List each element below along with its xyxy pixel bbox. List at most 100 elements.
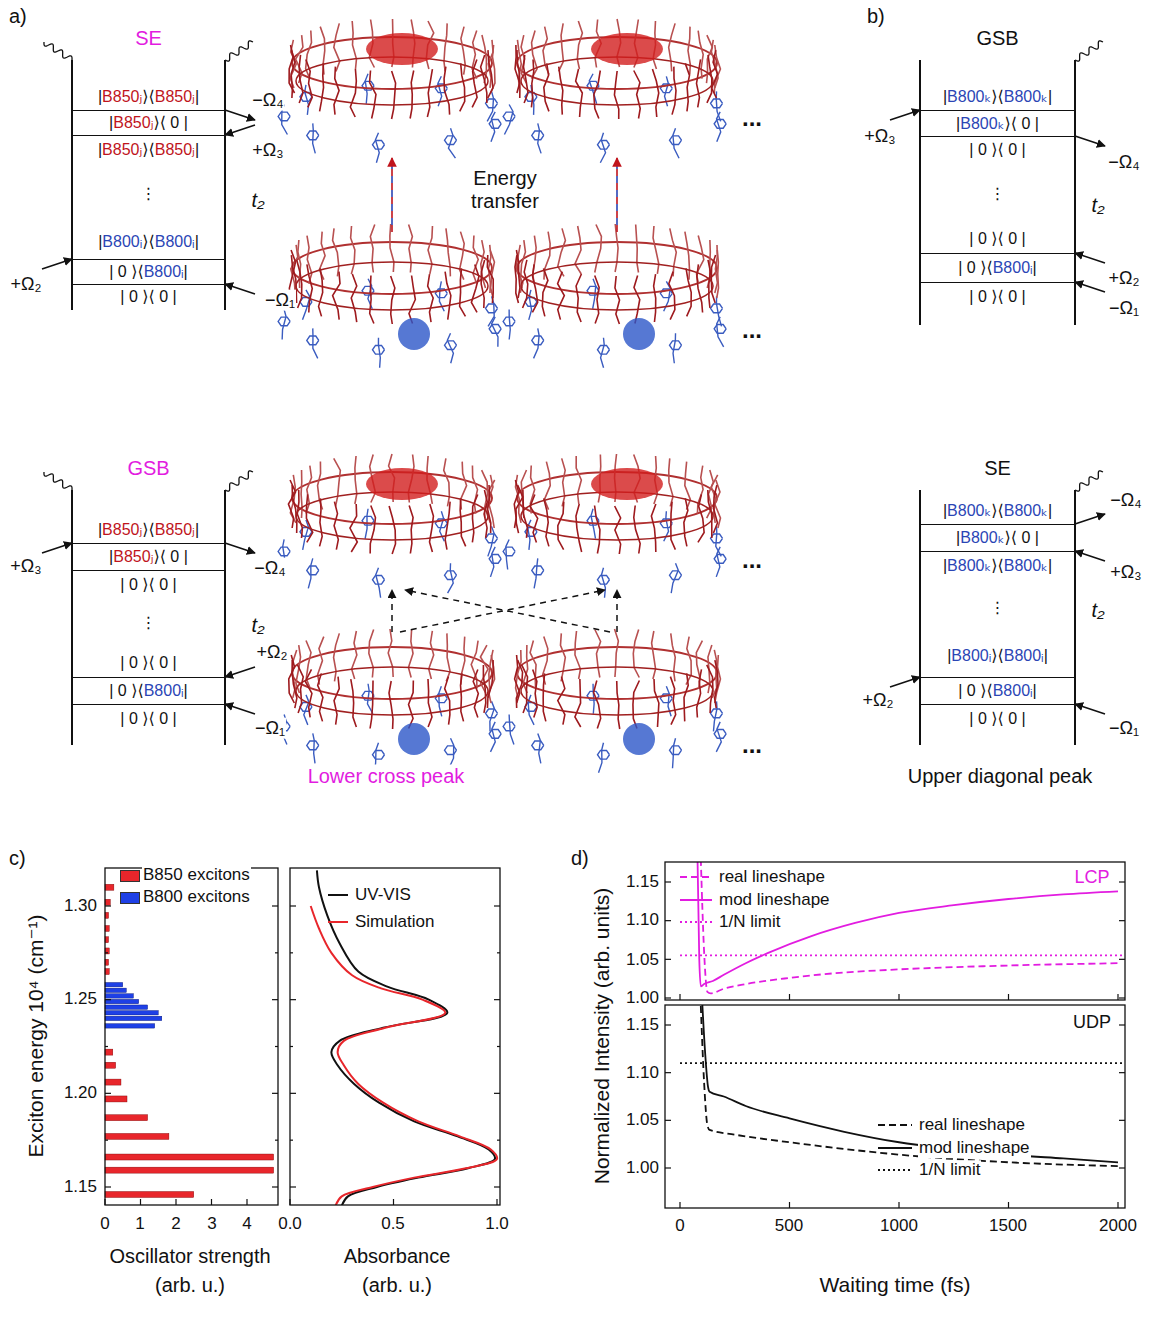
b850-pigment [370, 681, 373, 729]
state-part: ⟩⟨ 0 | [1004, 529, 1038, 546]
lh2-complex [503, 224, 726, 368]
b850-pigment [651, 504, 655, 552]
oscillator-bar [105, 988, 126, 992]
b850-ring [517, 242, 717, 294]
transfer-arrow [391, 158, 393, 232]
b850-pigment [334, 23, 340, 71]
b800-pigment [503, 547, 515, 556]
b850-pigment [298, 665, 304, 713]
legend-text: 1/N limit [918, 1160, 981, 1180]
transfer-arrow [391, 590, 393, 632]
state-label: |B850ⱼ⟩⟨B850ⱼ| [98, 141, 199, 159]
time-label: t₂ [250, 614, 265, 637]
b800-pigment [528, 695, 534, 725]
state-part: B850ⱼ [155, 141, 195, 158]
b850-pigment [351, 226, 355, 274]
b800-pigment [716, 91, 720, 121]
density-matrix-row: |B850ⱼ⟩⟨B850ⱼ| [73, 84, 225, 110]
b850-pigment [684, 673, 688, 721]
tick-mark [290, 1046, 293, 1047]
b850-pigment [488, 485, 491, 533]
b800-pigment [448, 563, 454, 593]
pulse-label: +Ω₃ [251, 140, 284, 161]
b800-pigment [447, 333, 453, 363]
pulse-label: −Ω₄ [251, 90, 284, 111]
b800-pigment [532, 566, 544, 575]
tick-label: 1.15 [625, 872, 660, 892]
b850-pigment [576, 504, 582, 552]
b850-pigment [523, 55, 528, 103]
lh2-complex [278, 19, 501, 163]
excitation-blob [398, 723, 430, 755]
b850-pigment [634, 71, 640, 119]
state-part: B800ᵢ [144, 263, 184, 280]
density-matrix-row: |B800ₖ⟩⟨ 0 | [921, 110, 1075, 136]
b850-pigment [615, 506, 621, 554]
state-label: |B800ₖ⟩⟨B800ₖ| [943, 557, 1052, 575]
b850-pigment [711, 255, 715, 303]
state-part: | [956, 529, 960, 546]
b850-pigment [595, 276, 599, 324]
tick-label: 2 [170, 1214, 181, 1234]
tick-mark [1119, 1120, 1125, 1121]
signal-wave [225, 471, 253, 491]
b800-pigment [673, 333, 675, 363]
tick-label: 1.10 [625, 1063, 660, 1083]
b850-pigment [445, 677, 450, 725]
pulse-arrow [225, 125, 255, 135]
tick-mark [1119, 1072, 1125, 1073]
tick-mark [494, 1186, 500, 1187]
diagram-heading: GSB [901, 26, 1095, 50]
tick-mark [290, 1140, 293, 1141]
state-part: | 0 ⟩⟨ [109, 682, 143, 699]
legend-text: B850 excitons [142, 865, 251, 885]
b850-pigment [409, 506, 413, 554]
excitation-blob [366, 468, 438, 500]
feynman-diagram: SE|B800ₖ⟩⟨B800ₖ||B800ₖ⟩⟨ 0 ||B800ₖ⟩⟨B800… [919, 490, 1077, 745]
tick-mark [789, 1202, 790, 1208]
state-part: | [98, 88, 102, 105]
b850-pigment [688, 27, 690, 75]
b800-pigment [378, 338, 380, 368]
state-part: | [109, 548, 113, 565]
b850-pigment [698, 494, 704, 542]
tick-mark [211, 1199, 212, 1205]
b850-pigment [444, 458, 450, 506]
legend-sample [878, 1169, 912, 1171]
transfer-arrow [400, 590, 605, 632]
b850-pigment [473, 236, 478, 284]
b800-pigment [375, 133, 379, 163]
tick-label: 500 [774, 1216, 804, 1236]
b850-pigment [532, 264, 537, 312]
time-label: t₂ [1090, 194, 1105, 217]
annotation: Energy transfer [462, 167, 548, 213]
feynman-diagram: GSB|B850ⱼ⟩⟨B850ⱼ||B850ⱼ⟩⟨ 0 || 0 ⟩⟨ 0 |⋮… [71, 490, 227, 745]
b850-pigment [355, 456, 357, 504]
b850-pigment [670, 677, 675, 725]
tick-mark [272, 999, 278, 1000]
ellipsis: ... [741, 731, 763, 759]
tick-mark [290, 999, 296, 1000]
b850-ring [296, 262, 488, 310]
b800-pigment [509, 714, 514, 744]
axis-title: Exciton energy 10⁴ (cm⁻¹) [24, 913, 48, 1158]
density-matrix-row: ⋮ [73, 163, 225, 225]
pulse-label: +Ω₂ [10, 274, 43, 295]
b800-pigment [716, 526, 721, 556]
b850-pigment [614, 71, 618, 119]
tick-mark [104, 1199, 105, 1205]
state-label: |B800ₖ⟩⟨B800ₖ| [943, 502, 1052, 520]
state-part: | 0 ⟩⟨ 0 | [969, 288, 1025, 305]
b850-pigment [558, 272, 565, 320]
b850-pigment [669, 272, 675, 320]
tick-label: 0 [674, 1216, 685, 1236]
tick-label: 0 [99, 1214, 110, 1234]
axis-title: Absorbance [343, 1245, 452, 1268]
b850-pigment [370, 71, 376, 119]
b850-pigment [670, 228, 676, 276]
state-part: | [1033, 259, 1037, 276]
state-part: B850ⱼ [155, 521, 195, 538]
legend-sample [328, 894, 348, 896]
tick-mark [290, 952, 293, 953]
oscillator-bar [105, 1154, 274, 1160]
